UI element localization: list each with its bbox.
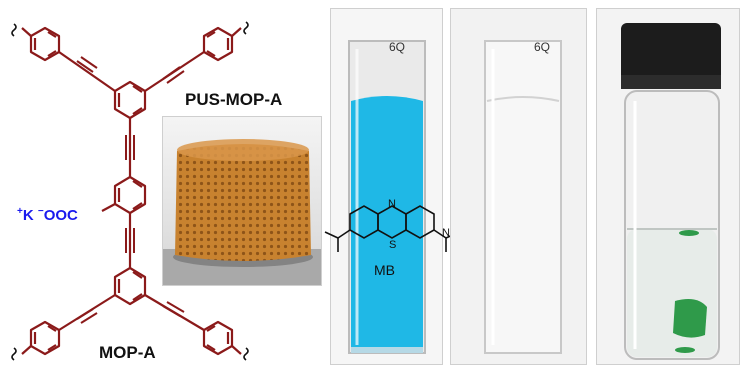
sponge-body	[175, 144, 311, 261]
carboxylate-salt-label: +K −OOC	[17, 206, 78, 224]
vial-cap	[621, 23, 721, 81]
svg-text:S: S	[389, 239, 396, 251]
truncation-mark-top-left	[11, 23, 17, 37]
adsorbed-sponge	[673, 299, 707, 338]
clear-cuvette-photo: 6Q	[450, 8, 587, 365]
ring-lower-central	[113, 266, 147, 306]
svg-text:N: N	[388, 198, 396, 210]
svg-text:N: N	[442, 227, 450, 239]
truncation-mark-bottom-right	[243, 347, 249, 361]
dye-cuvette-photo: 6Q	[330, 8, 443, 365]
sponge-photo	[162, 116, 322, 286]
truncation-mark-bottom-left	[11, 347, 17, 361]
sponge-photo-label: PUS-MOP-A	[185, 90, 283, 109]
polymer-label: MOP-A	[99, 343, 156, 362]
dye-label: MB	[374, 262, 395, 278]
dye-solution	[351, 96, 423, 347]
cuvette-mark: 6Q	[534, 40, 551, 54]
vial-photo	[596, 8, 740, 365]
truncation-mark-top-right	[243, 21, 249, 35]
cuvette-mark: 6Q	[389, 40, 406, 54]
